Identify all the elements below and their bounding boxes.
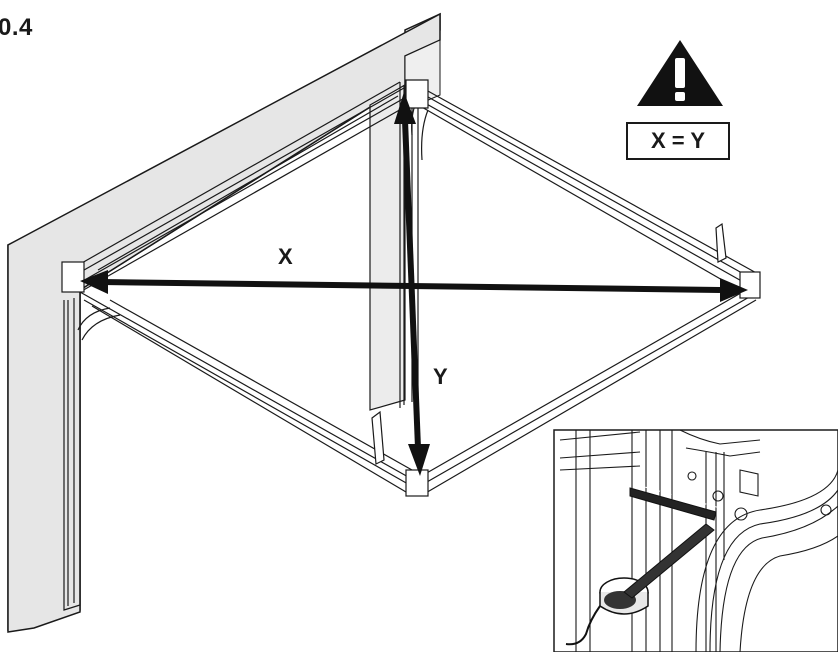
warning-triangle-icon [637,40,723,106]
left-vertical-track [63,292,121,611]
wall [7,12,441,633]
front-left-track [79,291,413,493]
step-number: 0.4 [0,14,33,41]
equation-box: X = Y [626,122,730,160]
front-right-track [417,281,761,495]
dimension-arrow-y [394,92,430,476]
dimension-label-y: Y [433,364,448,389]
right-horizontal-track [407,79,761,297]
left-horizontal-track [65,81,411,293]
tape-measure-icon [565,483,721,646]
inset-detail [553,429,838,652]
brackets [61,79,761,497]
dimension-label-x: X [278,244,293,269]
